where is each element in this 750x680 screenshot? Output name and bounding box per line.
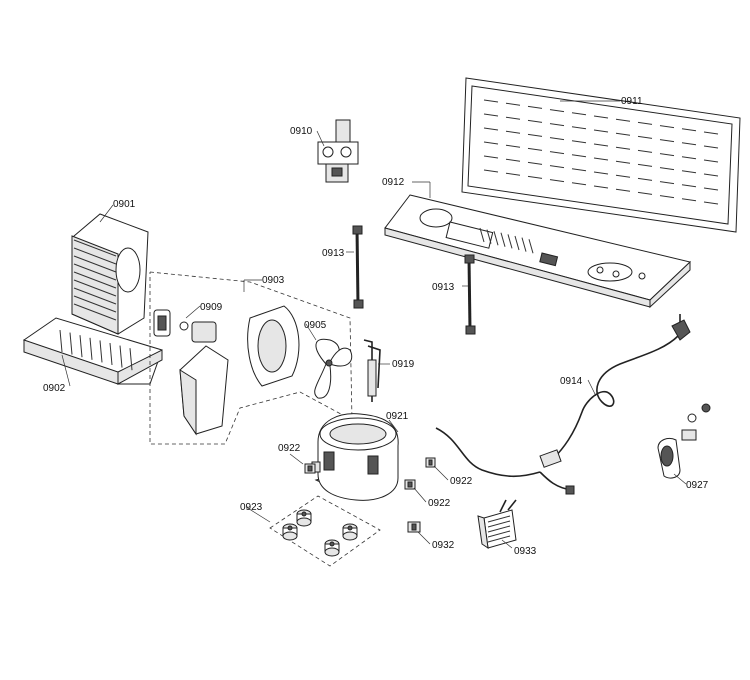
callout-0902: 0902 [43, 383, 66, 394]
base-plate-slots [479, 227, 534, 254]
callout-0922-right-lower: 0922 [428, 498, 451, 509]
callout-0922-right-upper: 0922 [450, 476, 473, 487]
part-relay-box[interactable] [477, 499, 517, 550]
vent-slots [483, 99, 719, 205]
grommets [282, 509, 358, 557]
callout-0905: 0905 [304, 320, 327, 331]
callout-0911: 0911 [621, 96, 643, 107]
tray-ribs [59, 329, 133, 371]
relay-ribs [487, 515, 511, 543]
leader-lines [61, 100, 687, 549]
callout-0913-upper: 0913 [322, 248, 345, 259]
part-fan-motor-bracket[interactable] [153, 309, 171, 337]
part-clip-right-upper[interactable] [425, 457, 436, 468]
callout-0921: 0921 [386, 411, 409, 422]
callout-0933: 0933 [514, 546, 537, 557]
callout-labels: 0901 0902 0903 0905 0909 0910 0911 0912 … [43, 96, 709, 557]
part-fan-ring[interactable] [247, 305, 300, 387]
part-back-cover-panel[interactable] [461, 77, 741, 233]
fan-assembly-group [149, 271, 353, 445]
part-grommet-set[interactable] [269, 495, 381, 567]
part-capillary-tube-lower[interactable] [464, 254, 476, 335]
callout-0903: 0903 [262, 275, 285, 286]
part-fan-shroud[interactable] [179, 345, 229, 436]
part-base-plate[interactable] [384, 194, 692, 309]
part-compressor[interactable] [311, 413, 399, 501]
callout-0913-lower: 0913 [432, 282, 455, 293]
callout-0922-left: 0922 [278, 443, 301, 454]
part-fan-motor[interactable] [179, 321, 217, 343]
part-temperature-sensor[interactable] [363, 339, 381, 402]
callout-0923: 0923 [240, 502, 263, 513]
part-power-cord[interactable] [435, 314, 691, 495]
part-condenser-coil[interactable] [71, 213, 149, 335]
part-clip-0932[interactable] [407, 521, 421, 533]
part-fan-blade[interactable] [314, 338, 353, 399]
callout-0910: 0910 [290, 126, 313, 137]
callout-0932: 0932 [432, 540, 455, 551]
callout-0912: 0912 [382, 177, 405, 188]
callout-0919: 0919 [392, 359, 415, 370]
part-capillary-tube-upper[interactable] [352, 225, 364, 309]
part-capacitor[interactable] [657, 403, 711, 479]
part-clip-right-lower[interactable] [404, 479, 416, 490]
callout-0927: 0927 [686, 480, 709, 491]
coil-fins [73, 239, 117, 321]
part-drain-tray[interactable] [22, 317, 163, 385]
part-valve-assembly[interactable] [317, 119, 359, 183]
callout-0901: 0901 [113, 199, 136, 210]
part-clip-left[interactable] [304, 463, 316, 474]
callout-0914: 0914 [560, 376, 583, 387]
callout-0909: 0909 [200, 302, 223, 313]
